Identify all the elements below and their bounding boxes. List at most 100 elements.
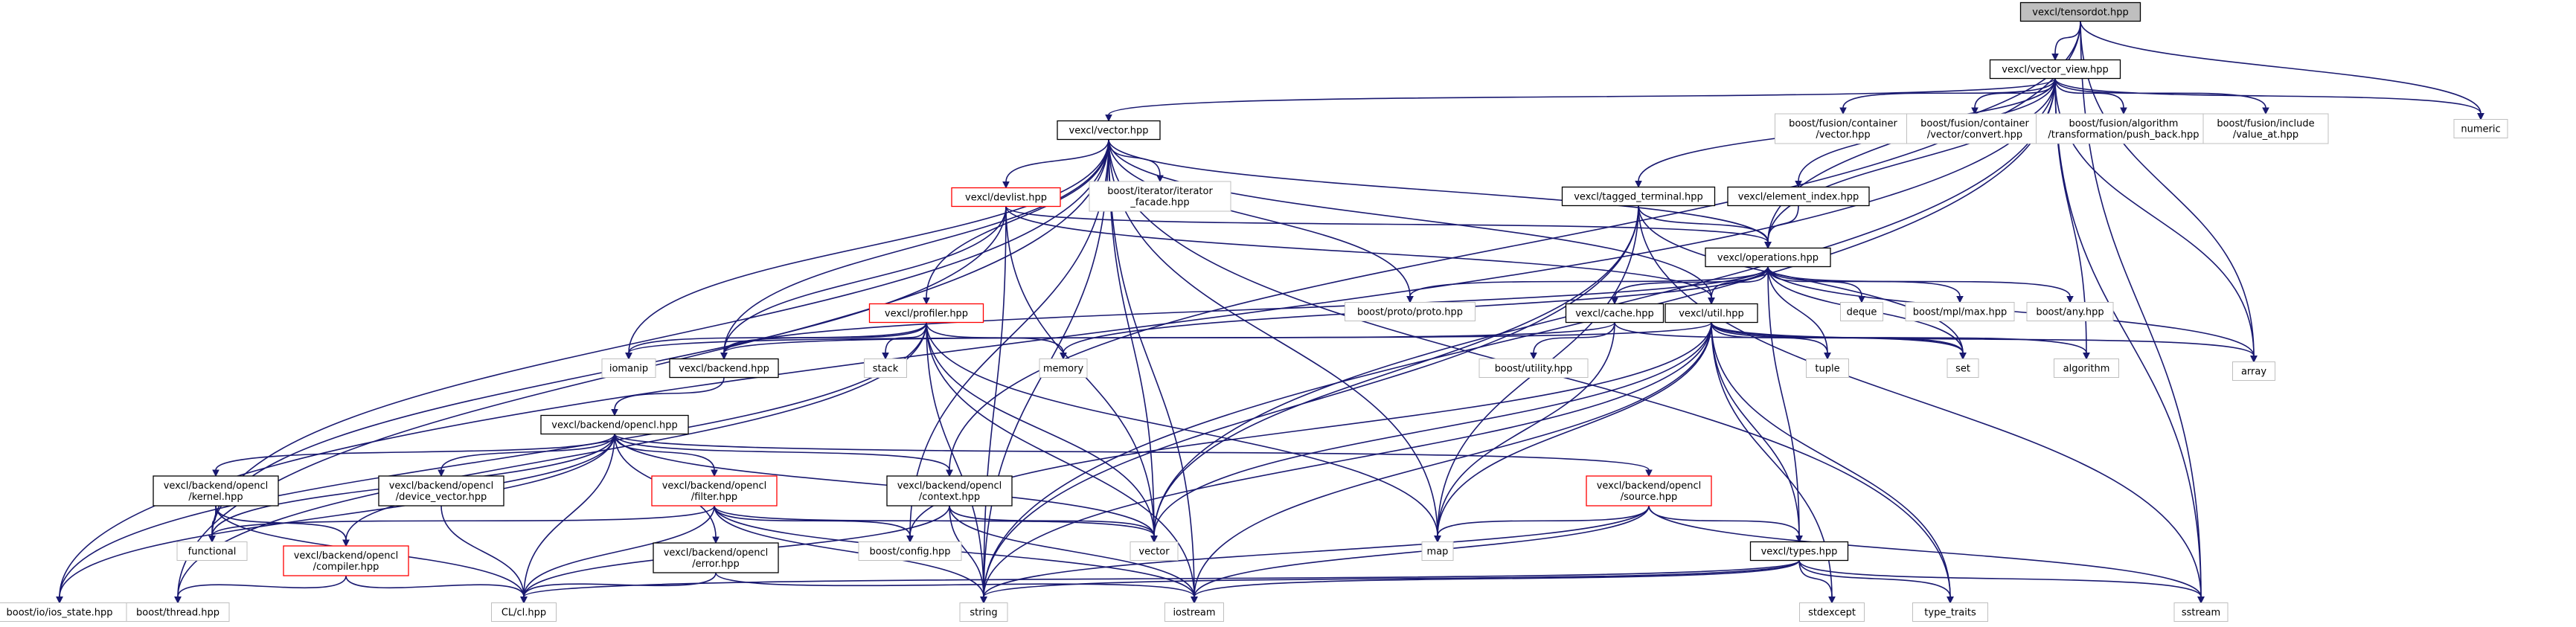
node-cache[interactable]: vexcl/cache.hpp bbox=[1565, 303, 1665, 324]
edge-line bbox=[949, 505, 1155, 536]
node-box bbox=[951, 187, 1061, 208]
node-box bbox=[669, 358, 779, 379]
node-tagged-terminal[interactable]: vexcl/tagged_terminal.hpp bbox=[1561, 186, 1716, 207]
node-source[interactable]: vexcl/backend/opencl/source.hpp bbox=[1586, 475, 1712, 507]
arrowhead bbox=[520, 597, 528, 604]
arrowhead bbox=[1795, 181, 1802, 188]
node-box bbox=[868, 303, 984, 324]
node-vector-view[interactable]: vexcl/vector_view.hpp bbox=[1989, 59, 2121, 80]
edge-util-to-types bbox=[1711, 322, 1803, 543]
node-label: vector bbox=[1138, 547, 1170, 558]
node-compiler[interactable]: vexcl/backend/opencl/compiler.hpp bbox=[283, 545, 409, 576]
node-backend[interactable]: vexcl/backend.hpp bbox=[669, 358, 779, 379]
edge-cache-to-backend bbox=[720, 321, 1615, 360]
edge-line bbox=[1638, 205, 1769, 242]
edge-line bbox=[926, 322, 984, 597]
edge-line bbox=[2054, 78, 2482, 114]
edge-vector-to-profiler bbox=[923, 139, 1109, 305]
node-label: vexcl/backend/opencl bbox=[1597, 480, 1702, 492]
node-box bbox=[176, 541, 248, 561]
node-opencl[interactable]: vexcl/backend/opencl.hpp bbox=[540, 414, 689, 435]
node-box bbox=[2173, 602, 2229, 622]
edge-util-to-std-vector bbox=[1150, 322, 1712, 543]
arrowhead bbox=[1828, 597, 1836, 604]
edge-opencl-to-filter bbox=[614, 434, 718, 478]
edge-line bbox=[723, 206, 1007, 353]
node-label: tuple bbox=[1815, 364, 1839, 375]
arrowhead bbox=[882, 353, 889, 360]
node-box bbox=[858, 541, 962, 561]
node-tensordot[interactable]: vexcl/tensordot.hpp bbox=[2019, 1, 2141, 22]
arrowhead bbox=[2083, 353, 2090, 360]
edge-line bbox=[1108, 139, 1712, 298]
node-box bbox=[864, 358, 907, 378]
arrowhead bbox=[1530, 353, 1537, 360]
node-iomanip: iomanip bbox=[601, 358, 656, 378]
node-label: boost/any.hpp bbox=[2036, 307, 2104, 318]
edge-line bbox=[523, 434, 615, 597]
node-kernel[interactable]: vexcl/backend/opencl/kernel.hpp bbox=[153, 475, 279, 507]
node-label: string bbox=[970, 608, 997, 619]
node-label: map bbox=[1427, 547, 1449, 558]
edge-line bbox=[523, 572, 717, 597]
arrowhead bbox=[720, 353, 728, 360]
node-box bbox=[540, 414, 689, 435]
edge-line bbox=[1108, 77, 2056, 116]
node-profiler[interactable]: vexcl/profiler.hpp bbox=[868, 303, 984, 324]
node-label: vexcl/vector.hpp bbox=[1069, 126, 1149, 137]
edge-opencl-to-kernel bbox=[212, 434, 615, 478]
node-box bbox=[1775, 113, 1912, 144]
node-devlist[interactable]: vexcl/devlist.hpp bbox=[951, 187, 1061, 208]
node-box bbox=[1912, 602, 1988, 622]
edge-operations-to-deque bbox=[1767, 266, 1865, 303]
edge-cache-to-map bbox=[1434, 322, 1615, 543]
arrowhead bbox=[1406, 296, 1414, 303]
edge-line bbox=[2054, 78, 2124, 109]
edge-line bbox=[628, 321, 1712, 354]
node-filter[interactable]: vexcl/backend/opencl/filter.hpp bbox=[651, 475, 778, 507]
node-vector[interactable]: vexcl/vector.hpp bbox=[1057, 120, 1161, 141]
edge-opencl-to-device-vector bbox=[438, 434, 615, 478]
edge-line bbox=[1711, 266, 1769, 298]
node-element-index[interactable]: vexcl/element_index.hpp bbox=[1727, 186, 1870, 207]
edge-vector-view-to-fusion-push-back bbox=[2054, 78, 2127, 115]
node-box bbox=[1806, 358, 1849, 378]
edge-line bbox=[1614, 266, 1769, 298]
edge-source-to-types bbox=[1648, 505, 1803, 543]
arrowhead bbox=[2250, 356, 2258, 363]
arrowhead bbox=[946, 469, 953, 478]
edge-compiler-to-cl-hpp bbox=[345, 575, 528, 604]
node-context[interactable]: vexcl/backend/opencl/context.hpp bbox=[886, 475, 1013, 507]
node-iostream: iostream bbox=[1164, 602, 1224, 622]
node-label: /source.hpp bbox=[1621, 492, 1677, 503]
node-types[interactable]: vexcl/types.hpp bbox=[1749, 541, 1849, 562]
edge-line bbox=[926, 322, 1155, 536]
edge-line bbox=[2054, 78, 2202, 597]
node-label: /value_at.hpp bbox=[2233, 129, 2298, 141]
node-box bbox=[1057, 120, 1161, 141]
edge-profiler-to-map bbox=[926, 322, 1441, 543]
node-operations[interactable]: vexcl/operations.hpp bbox=[1705, 247, 1831, 268]
node-box bbox=[1089, 181, 1231, 212]
node-label: vexcl/tagged_terminal.hpp bbox=[1574, 192, 1703, 203]
node-util[interactable]: vexcl/util.hpp bbox=[1665, 303, 1758, 324]
edge-line bbox=[1437, 322, 1615, 536]
node-device-vector[interactable]: vexcl/backend/opencl/device_vector.hpp bbox=[378, 475, 504, 507]
edge-types-to-type-traits bbox=[1798, 560, 1954, 604]
edge-line bbox=[1648, 505, 2202, 597]
edge-element-index-to-operations bbox=[1764, 205, 1799, 249]
edge-line bbox=[1108, 139, 1411, 297]
node-std-vector: vector bbox=[1130, 541, 1179, 561]
edge-line bbox=[1108, 139, 1195, 597]
arrowhead bbox=[2120, 107, 2127, 115]
node-label: memory bbox=[1043, 364, 1084, 375]
edge-util-to-algorithm bbox=[1711, 322, 2090, 360]
node-error[interactable]: vexcl/backend/opencl/error.hpp bbox=[653, 542, 779, 573]
edge-line bbox=[1711, 322, 1828, 353]
edge-line bbox=[1767, 205, 1799, 242]
edge-opencl-to-cl-hpp bbox=[520, 434, 615, 604]
edge-line bbox=[177, 575, 347, 597]
edge-vector-view-to-fusion-vector bbox=[1839, 78, 2056, 115]
node-box bbox=[959, 602, 1008, 622]
node-iterator-facade: boost/iterator/iterator_facade.hpp bbox=[1089, 181, 1231, 212]
